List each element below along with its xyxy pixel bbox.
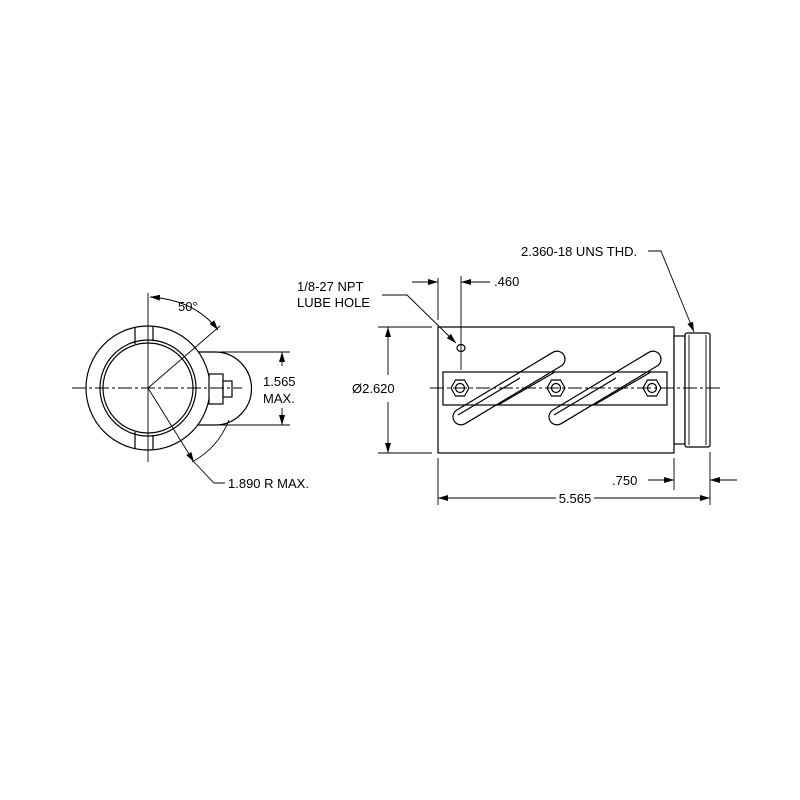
- slot-lines-front: [457, 371, 652, 416]
- lube-offset-label: .460: [494, 274, 519, 289]
- overall-length-label: 5.565: [559, 491, 592, 506]
- radius-label: 1.890 R MAX.: [228, 476, 309, 491]
- bolt-end: [222, 380, 233, 398]
- slots: [134, 327, 154, 449]
- lube-label-2: LUBE HOLE: [297, 295, 370, 310]
- angle-dimension: [149, 294, 219, 331]
- neck: [673, 335, 686, 445]
- height-label-max: MAX.: [263, 391, 295, 406]
- angle-label: 50°: [178, 299, 198, 314]
- thread-length-label: .750: [612, 473, 637, 488]
- diameter-label: Ø2.620: [352, 381, 395, 396]
- height-label: 1.565: [263, 374, 296, 389]
- lube-label: 1/8-27 NPT: [297, 279, 364, 294]
- side-view: Ø2.620 .460 1/8-27 NPT LUBE HOLE 2.360-1…: [297, 244, 737, 506]
- bolt-head: [208, 373, 224, 405]
- angle-line: [147, 325, 221, 389]
- thread-label: 2.360-18 UNS THD.: [521, 244, 637, 259]
- thread: [684, 332, 711, 448]
- end-view: 50° 1.565 MAX. 1.890 R MAX.: [72, 293, 309, 491]
